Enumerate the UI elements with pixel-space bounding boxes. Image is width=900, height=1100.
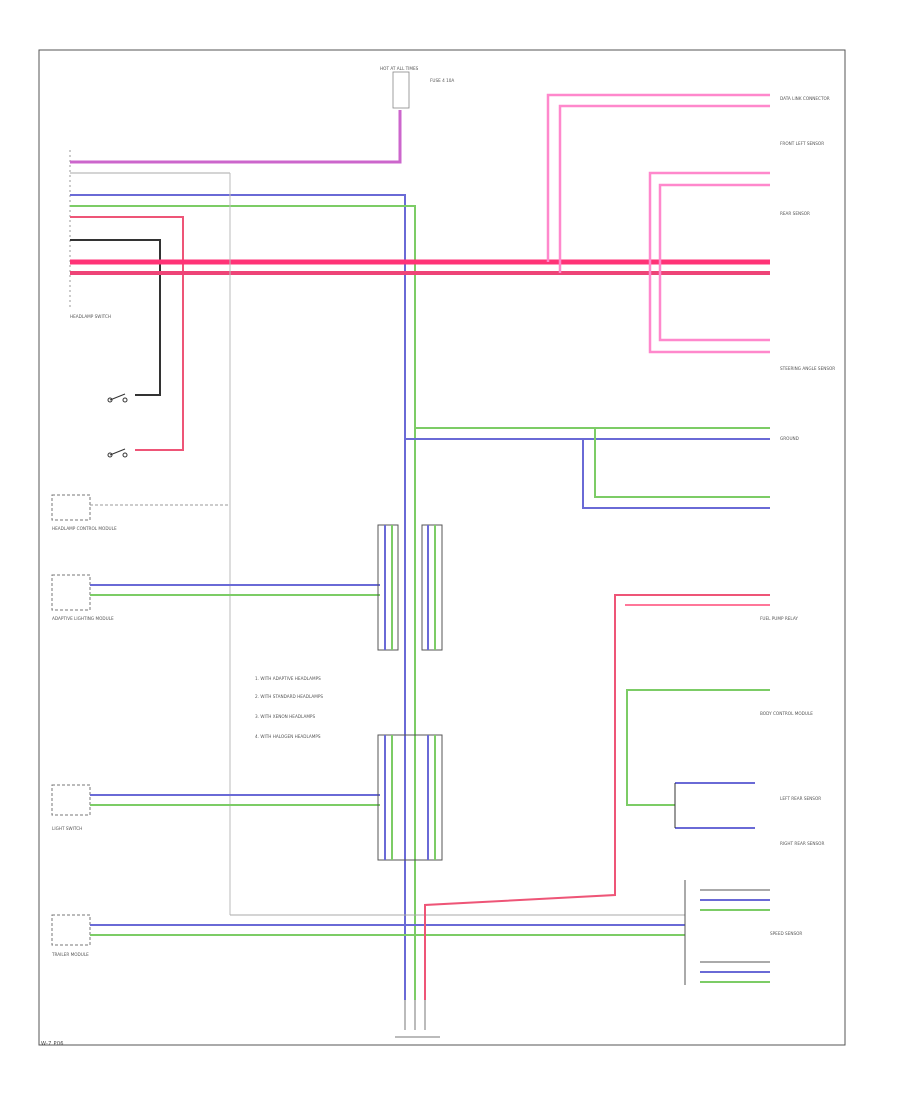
right-sensor-wires	[674, 782, 755, 829]
right-component-3: REAR SENSOR	[780, 211, 810, 216]
notes-block: 1. WITH ADAPTIVE HEADLAMPS 2. WITH STAND…	[255, 676, 323, 739]
left-component-4: TRAILER MODULE	[51, 952, 89, 957]
center-junction-wires	[384, 525, 436, 860]
black-switch-wire	[70, 239, 161, 396]
right-component-5: GROUND	[780, 436, 799, 441]
pink-top-right-wires	[546, 93, 770, 354]
top-fuse-label-2: FUSE 4 10A	[430, 78, 454, 83]
violet-feed-wire	[70, 110, 402, 164]
right-component-2: FRONT LEFT SENSOR	[780, 141, 824, 146]
top-fuse-label-1: HOT AT ALL TIMES	[380, 66, 419, 71]
diagram-frame	[38, 49, 846, 1046]
blue-trunk-wire	[70, 194, 406, 1000]
bottom-connector	[395, 1000, 440, 1038]
left-component-3: LIGHT SWITCH	[52, 826, 82, 831]
top-fuse: HOT AT ALL TIMES FUSE 4 10A	[380, 66, 454, 109]
red-fuel-pump-wire	[424, 594, 770, 1000]
right-component-4: STEERING ANGLE SENSOR	[780, 366, 835, 371]
right-component-7: BODY CONTROL MODULE	[760, 711, 813, 716]
note-2: 2. WITH STANDARD HEADLAMPS	[255, 694, 323, 699]
red-switch-wire	[70, 216, 184, 451]
right-component-8: LEFT REAR SENSOR	[780, 796, 821, 801]
right-component-10: SPEED SENSOR	[770, 931, 802, 936]
right-component-1: DATA LINK CONNECTOR	[780, 96, 830, 101]
right-component-labels: DATA LINK CONNECTOR FRONT LEFT SENSOR RE…	[760, 96, 835, 936]
note-3: 3. WITH XENON HEADLAMPS	[255, 714, 315, 719]
left-component-2: ADAPTIVE LIGHTING MODULE	[52, 616, 114, 621]
green-sensor-wire	[626, 689, 770, 806]
left-switches	[107, 393, 128, 458]
note-4: 4. WITH HALOGEN HEADLAMPS	[255, 734, 321, 739]
left-component-boxes	[51, 494, 91, 946]
right-can-branch	[405, 427, 770, 509]
left-can-pairs	[90, 584, 685, 936]
right-bottom-data-lines	[684, 880, 770, 985]
main-power-bus	[70, 259, 770, 275]
center-junction-blocks	[377, 524, 443, 861]
left-component-1: HEADLAMP CONTROL MODULE	[52, 526, 117, 531]
right-component-9: RIGHT REAR SENSOR	[780, 841, 824, 846]
right-component-6: FUEL PUMP RELAY	[760, 616, 798, 621]
figure-number: W-7 P06	[41, 1041, 64, 1047]
left-component-5: HEADLAMP SWITCH	[70, 314, 111, 319]
green-trunk-wire	[70, 205, 416, 1000]
note-1: 1. WITH ADAPTIVE HEADLAMPS	[255, 676, 321, 681]
